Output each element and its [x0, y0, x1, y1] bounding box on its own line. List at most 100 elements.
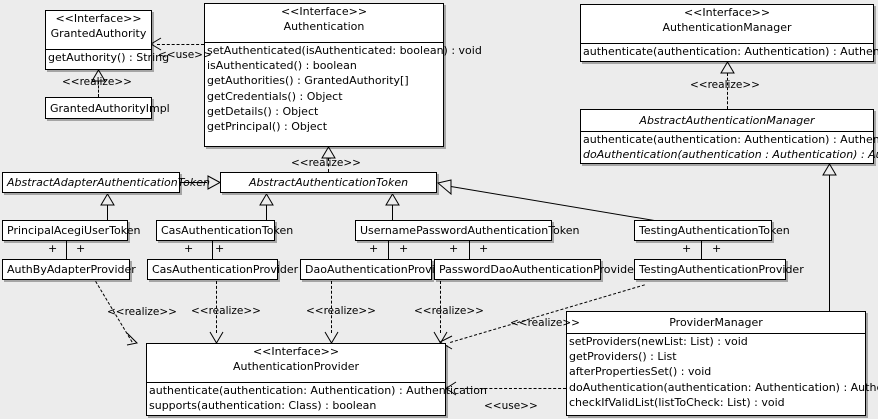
relationship-label-realize: <<realize>> [107, 306, 177, 318]
association-role-plus: + [215, 242, 225, 255]
class-name-granted-authority-impl: GrantedAuthorityImpl [50, 102, 170, 115]
association-role-plus: + [48, 242, 58, 255]
class-header-authentication-manager: <<Interface>> AuthenticationManager [581, 5, 873, 43]
generalization-triangle [720, 62, 735, 74]
operation-row: checkIfValidList(listToCheck: List) : vo… [569, 395, 785, 409]
stereotype-interface: <<Interface>> [55, 12, 142, 25]
operation-row: getAuthorities() : GrantedAuthority[] [207, 74, 409, 88]
operations-authentication: setAuthenticated(isAuthenticated: boolea… [205, 43, 482, 134]
operations-abstract-authentication-manager: authenticate(authentication: Authenticat… [581, 132, 878, 162]
association-line-testing-token-provider [701, 241, 702, 259]
generalization-triangle [207, 175, 221, 190]
association-role-plus: + [76, 242, 86, 255]
compartment-divider [147, 382, 445, 383]
class-box-authentication-provider[interactable]: <<Interface>> AuthenticationProvider aut… [146, 343, 487, 416]
realize-line-cas-authentication-provider [216, 281, 217, 333]
operation-row: doAuthentication(authentication : Authen… [583, 148, 878, 162]
class-box-testing-authentication-token[interactable]: TestingAuthenticationToken [634, 220, 790, 241]
generalization-line-username-password-token [392, 205, 393, 220]
class-name-abstract-authentication-manager: AbstractAuthenticationManager [639, 114, 815, 127]
class-box-granted-authority[interactable]: <<Interface>> GrantedAuthority getAuthor… [45, 10, 170, 70]
class-name-authentication: Authentication [283, 20, 365, 33]
class-box-username-password-authentication-token[interactable]: UsernamePasswordAuthenticationToken [355, 220, 580, 241]
relationship-label-realize: <<realize>> [291, 157, 361, 169]
class-name-cas-authentication-provider: CasAuthenticationProvider [152, 263, 299, 276]
class-box-testing-authentication-provider[interactable]: TestingAuthenticationProvider [634, 259, 804, 280]
class-name-principal-acegi-user-token: PrincipalAcegiUserToken [7, 224, 141, 237]
relationship-label-use: <<use>> [484, 400, 538, 412]
operations-provider-manager: setProviders(newList: List) : void getPr… [567, 334, 878, 410]
association-line-username-passworddao [469, 241, 470, 259]
generalization-line-provider-manager [829, 175, 830, 311]
generalization-triangle [259, 194, 274, 206]
operation-row: supports(authentication: Class) : boolea… [149, 399, 377, 413]
operation-row: getDetails() : Object [207, 104, 319, 118]
class-box-granted-authority-impl[interactable]: GrantedAuthorityImpl [45, 97, 170, 119]
class-name-auth-by-adapter-provider: AuthByAdapterProvider [7, 263, 136, 276]
class-box-principal-acegi-user-token[interactable]: PrincipalAcegiUserToken [2, 220, 141, 241]
association-role-plus: + [369, 242, 379, 255]
operation-row: isAuthenticated() : boolean [207, 59, 357, 73]
class-header-abstract-authentication-manager: AbstractAuthenticationManager [581, 110, 873, 131]
association-role-plus: + [479, 242, 489, 255]
association-role-plus: + [184, 242, 194, 255]
class-name-authentication-provider: AuthenticationProvider [232, 360, 360, 373]
relationship-label-realize: <<realize>> [414, 305, 484, 317]
association-role-plus: + [399, 242, 409, 255]
class-name-abstract-adapter-authentication-token: AbstractAdapterAuthenticationToken [7, 176, 210, 189]
operation-row: getProviders() : List [569, 350, 677, 364]
association-role-plus: + [449, 242, 459, 255]
generalization-triangle [321, 147, 336, 159]
operations-granted-authority: getAuthority() : String [46, 50, 170, 65]
relationship-label-realize: <<realize>> [191, 305, 261, 317]
class-box-cas-authentication-provider[interactable]: CasAuthenticationProvider [147, 259, 299, 280]
association-role-plus: + [682, 242, 692, 255]
class-box-authentication-manager[interactable]: <<Interface>> AuthenticationManager auth… [580, 4, 878, 62]
compartment-divider [205, 42, 443, 43]
generalization-triangle [822, 164, 837, 176]
operation-row: authenticate(authentication: Authenticat… [149, 384, 487, 397]
compartment-divider [581, 131, 873, 132]
class-header-provider-manager: ProviderManager [567, 312, 865, 333]
generalization-line-principal-token [107, 205, 108, 220]
class-box-provider-manager[interactable]: ProviderManager setProviders(newList: Li… [566, 311, 878, 416]
open-arrow-head [444, 381, 458, 396]
operation-row: doAuthentication(authentication: Authent… [569, 380, 878, 394]
use-line-authentication-granted-authority [157, 44, 204, 45]
generalization-triangle [91, 70, 106, 82]
realize-line-abstract-authentication-token [328, 158, 329, 172]
generalization-triangle [437, 179, 452, 195]
operation-row: getAuthority() : String [48, 51, 170, 64]
class-box-abstract-authentication-manager[interactable]: AbstractAuthenticationManager authentica… [580, 109, 878, 164]
class-name-testing-authentication-provider: TestingAuthenticationProvider [639, 263, 804, 276]
operations-authentication-manager: authenticate(authentication: Authenticat… [581, 44, 878, 59]
realize-line-abstract-authentication-manager [727, 73, 728, 109]
realize-line-granted-authority-impl [98, 81, 99, 97]
generalization-triangle [385, 194, 400, 206]
operation-row: setProviders(newList: List) : void [569, 335, 748, 348]
class-box-abstract-authentication-token[interactable]: AbstractAuthenticationToken [220, 172, 437, 193]
class-name-provider-manager: ProviderManager [669, 316, 763, 329]
class-box-auth-by-adapter-provider[interactable]: AuthByAdapterProvider [2, 259, 136, 280]
association-role-plus: + [712, 242, 722, 255]
class-box-abstract-adapter-authentication-token[interactable]: AbstractAdapterAuthenticationToken [2, 172, 210, 193]
compartment-divider [46, 49, 151, 50]
compartment-divider [581, 43, 873, 44]
realize-line-dao-authentication-provider [331, 281, 332, 333]
class-box-password-dao-authentication-provider[interactable]: PasswordDaoAuthenticationProvider [434, 259, 639, 280]
stereotype-interface: <<Interface>> [252, 345, 340, 358]
relationship-label-realize: <<realize>> [690, 79, 760, 91]
operation-row: afterPropertiesSet() : void [569, 365, 712, 379]
operation-row: authenticate(authentication: Authenticat… [583, 45, 878, 58]
operations-authentication-provider: authenticate(authentication: Authenticat… [147, 383, 487, 413]
class-box-dao-authentication-provider[interactable]: DaoAuthenticationProvider [300, 259, 453, 280]
relationship-label-use: <<use>> [158, 49, 212, 61]
relationship-label-realize: <<realize>> [510, 317, 580, 329]
class-box-authentication[interactable]: <<Interface>> Authentication setAuthenti… [204, 3, 482, 147]
class-name-password-dao-authentication-provider: PasswordDaoAuthenticationProvider [439, 263, 639, 276]
class-name-abstract-authentication-token: AbstractAuthenticationToken [248, 176, 409, 189]
class-box-cas-authentication-token[interactable]: CasAuthenticationToken [156, 220, 293, 241]
class-name-authentication-manager: AuthenticationManager [662, 21, 792, 34]
association-line-cas-token-provider [212, 241, 213, 259]
